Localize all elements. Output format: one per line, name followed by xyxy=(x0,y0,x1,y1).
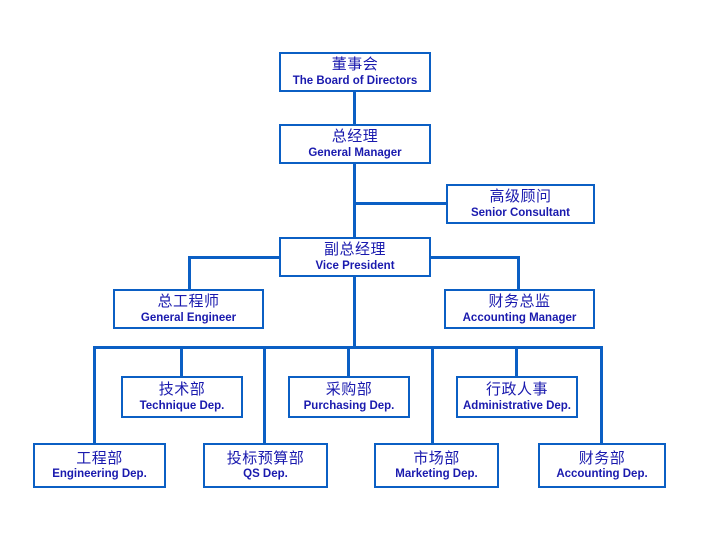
org-node-label-cn: 董事会 xyxy=(331,56,379,74)
org-node-label-en: Accounting Manager xyxy=(462,311,577,324)
connector-vp-right-arm xyxy=(431,256,519,259)
org-node-label-en: Technique Dep. xyxy=(139,399,225,412)
connector-trunk-board-to-gm xyxy=(353,92,356,124)
org-node-label-en: Administrative Dep. xyxy=(463,399,571,412)
org-node-label-cn: 技术部 xyxy=(158,381,206,399)
connector-drop-purchasing xyxy=(347,346,350,376)
org-node-label-en: QS Dep. xyxy=(243,468,288,481)
org-node-label-cn: 财务部 xyxy=(578,449,626,467)
org-node-label-cn: 工程部 xyxy=(76,449,123,467)
connector-vp-down-to-bus xyxy=(353,277,356,348)
org-node-label-en: Marketing Dep. xyxy=(395,468,478,481)
connector-drop-marketing xyxy=(431,346,434,443)
org-node-label-cn: 市场部 xyxy=(413,449,460,467)
connector-drop-qs xyxy=(263,346,266,443)
org-node-label-cn: 行政人事 xyxy=(485,381,548,399)
org-node-label-cn: 副总经理 xyxy=(323,241,386,259)
org-node-label-en: The Board of Directors xyxy=(292,74,418,87)
org-node-label-en: General Engineer xyxy=(140,311,237,324)
org-node-label-cn: 总工程师 xyxy=(157,293,220,311)
org-node-label-en: Purchasing Dep. xyxy=(303,399,395,412)
connector-branch-to-consultant xyxy=(353,202,446,205)
connector-vp-right-drop xyxy=(517,256,520,289)
org-node-label-cn: 采购部 xyxy=(325,381,373,399)
connector-drop-administrative xyxy=(515,346,518,376)
connector-vp-left-drop xyxy=(188,256,191,289)
org-node-label-en: Senior Consultant xyxy=(470,206,571,219)
org-node-label-en: Vice President xyxy=(315,259,395,272)
connector-drop-accounting xyxy=(600,346,603,443)
connector-vp-left-arm xyxy=(188,256,279,259)
org-node-label-en: General Manager xyxy=(308,146,402,159)
org-node-label-cn: 总经理 xyxy=(331,128,379,146)
org-node-label-cn: 财务总监 xyxy=(488,293,551,311)
connector-drop-technique xyxy=(180,346,183,376)
org-node-label-en: Engineering Dep. xyxy=(52,468,147,481)
org-node-label-cn: 投标预算部 xyxy=(226,449,305,467)
connector-drop-engineering xyxy=(93,346,96,443)
connector-trunk-gm-to-vp xyxy=(353,164,356,237)
org-node-label-cn: 高级顾问 xyxy=(489,188,552,206)
org-node-label-en: Accounting Dep. xyxy=(556,468,648,481)
